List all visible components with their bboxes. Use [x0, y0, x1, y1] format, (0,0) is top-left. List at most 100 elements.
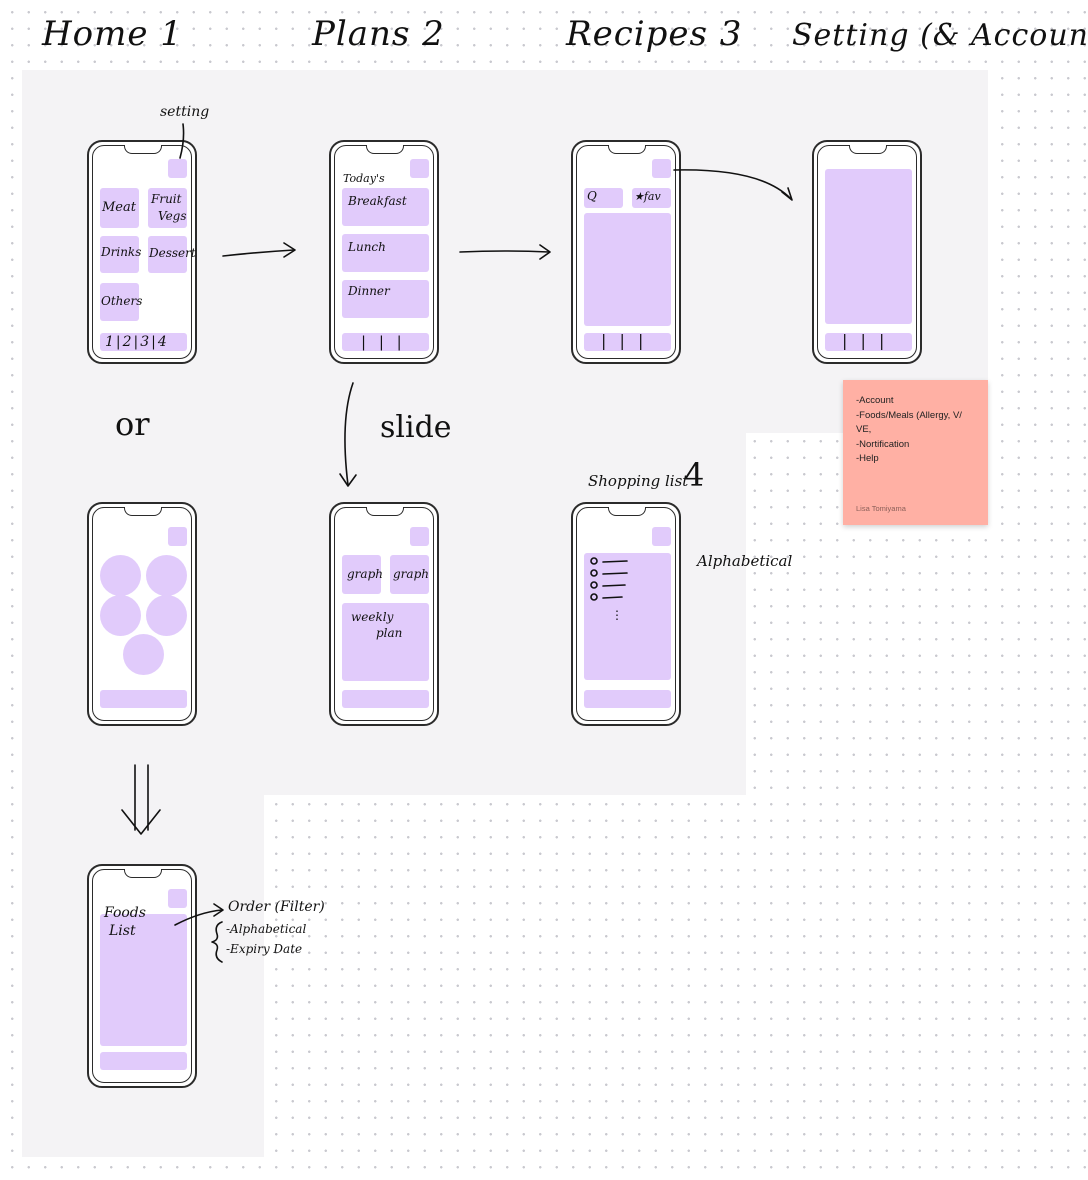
arrowhead	[213, 903, 224, 917]
category-circle[interactable]	[146, 595, 187, 636]
column-title-recipes: Recipes 3	[566, 14, 743, 54]
setting-button[interactable]	[168, 527, 187, 546]
sticky-author: Lisa Tomiyama	[856, 504, 906, 513]
options-brace	[211, 921, 223, 963]
list-bullet	[590, 581, 598, 589]
order-option-expiry: -Expiry Date	[226, 942, 303, 956]
column-title-home: Home 1	[42, 14, 183, 54]
column-title-setting: Setting (& Account)	[792, 18, 1088, 53]
more-items-icon: ⋮	[611, 608, 623, 622]
lunch-label: Lunch	[348, 240, 386, 254]
order-filter-annotation: Order (Filter)	[228, 899, 325, 915]
tile-drinks[interactable]	[100, 236, 139, 273]
tab-bar-label: 1|2|3|4	[105, 334, 169, 350]
favorite-button[interactable]	[632, 188, 671, 208]
shopping-list-area[interactable]	[584, 553, 671, 680]
tile-drinks-label: Drinks	[101, 245, 142, 259]
search-icon: Q	[587, 189, 597, 203]
arrow-slide	[344, 382, 354, 486]
sticky-line: -Account	[856, 395, 894, 406]
settings-content-area[interactable]	[825, 169, 912, 324]
setting-button[interactable]	[410, 159, 429, 178]
foods-title: Foods	[104, 905, 146, 921]
tile-fruit-label: Fruit	[151, 192, 182, 206]
plans-graph-phone: graph graph weekly plan	[329, 502, 439, 726]
order-option-alphabetical: -Alphabetical	[226, 922, 307, 936]
favorite-label: ★fav	[634, 190, 661, 203]
tab-bar[interactable]	[342, 690, 429, 708]
recipe-list-area[interactable]	[584, 213, 671, 326]
tab-bar[interactable]	[100, 333, 187, 351]
or-annotation: or	[115, 405, 150, 443]
settings-sticky-note: -Account -Foods/Meals (Allergy, V/ VE, -…	[843, 380, 988, 525]
tile-vegs-label: Vegs	[158, 209, 187, 223]
column-title-plans: Plans 2	[312, 14, 445, 54]
tile-fruit-vegs[interactable]	[148, 188, 187, 228]
setting-button[interactable]	[652, 527, 671, 546]
todays-label: Today's	[343, 172, 385, 185]
tile-others[interactable]	[100, 283, 139, 321]
arrow-plans-to-recipes	[459, 250, 550, 253]
category-circle[interactable]	[123, 634, 164, 675]
tab-bar[interactable]	[100, 690, 187, 708]
tile-dessert[interactable]	[148, 236, 187, 273]
setting-button[interactable]	[168, 889, 187, 908]
graph-label-1: graph	[347, 567, 383, 581]
tab-bar-label: | | |	[842, 331, 889, 350]
setting-phone: | | |	[812, 140, 922, 364]
double-arrow-head	[121, 809, 161, 835]
tab-bar[interactable]	[342, 333, 429, 351]
arrowhead	[283, 242, 296, 258]
tab-bar[interactable]	[584, 690, 671, 708]
weekly-plan-card[interactable]	[342, 603, 429, 681]
sticky-line: VE,	[856, 424, 872, 435]
arrow-recipes-to-setting	[673, 169, 791, 199]
arrowhead	[781, 187, 793, 201]
list-line	[602, 572, 628, 575]
plans-phone: Today's Breakfast Lunch Dinner | | |	[329, 140, 439, 364]
tab-bar[interactable]	[100, 1052, 187, 1070]
weekly-label: weekly	[351, 610, 394, 624]
list-line	[602, 560, 628, 563]
setting-annotation: setting	[160, 104, 210, 120]
breakfast-label: Breakfast	[348, 194, 407, 208]
list-title: List	[109, 923, 136, 939]
recipes-phone: Q ★fav | | |	[571, 140, 681, 364]
sticky-line: -Nortification	[856, 438, 910, 450]
foods-list-area[interactable]	[100, 914, 187, 1046]
tab-bar[interactable]	[584, 333, 671, 351]
list-bullet	[590, 557, 598, 565]
setting-button[interactable]	[652, 159, 671, 178]
home-circles-phone	[87, 502, 197, 726]
shopping-list-phone: ⋮	[571, 502, 681, 726]
tab-bar[interactable]	[825, 333, 912, 351]
dinner-card[interactable]	[342, 280, 429, 318]
tile-meat-label: Meat	[102, 200, 136, 215]
list-line	[602, 584, 626, 587]
dinner-label: Dinner	[348, 284, 390, 298]
tile-meat[interactable]	[100, 188, 139, 228]
setting-button[interactable]	[410, 527, 429, 546]
list-line	[602, 596, 623, 599]
lunch-card[interactable]	[342, 234, 429, 272]
tab-bar-label: | | |	[361, 333, 406, 351]
list-bullet	[590, 569, 598, 577]
arrowhead	[339, 473, 357, 487]
category-circle[interactable]	[100, 595, 141, 636]
slide-annotation: slide	[380, 410, 452, 445]
graph-card-1[interactable]	[342, 555, 381, 594]
category-circle[interactable]	[100, 555, 141, 596]
home-categories-phone: Meat Fruit Vegs Drinks Dessert Others 1|…	[87, 140, 197, 364]
setting-annotation-line	[179, 123, 185, 159]
breakfast-card[interactable]	[342, 188, 429, 226]
sticky-line: -Foods/Meals (Allergy, V/	[856, 409, 962, 421]
setting-button[interactable]	[168, 159, 187, 178]
category-circle[interactable]	[146, 555, 187, 596]
search-button[interactable]	[584, 188, 623, 208]
list-bullet	[590, 593, 598, 601]
foods-list-phone: Foods List	[87, 864, 197, 1088]
arrow-foods-to-order	[174, 909, 223, 926]
tile-dessert-label: Dessert	[149, 246, 196, 260]
graph-card-2[interactable]	[390, 555, 429, 594]
